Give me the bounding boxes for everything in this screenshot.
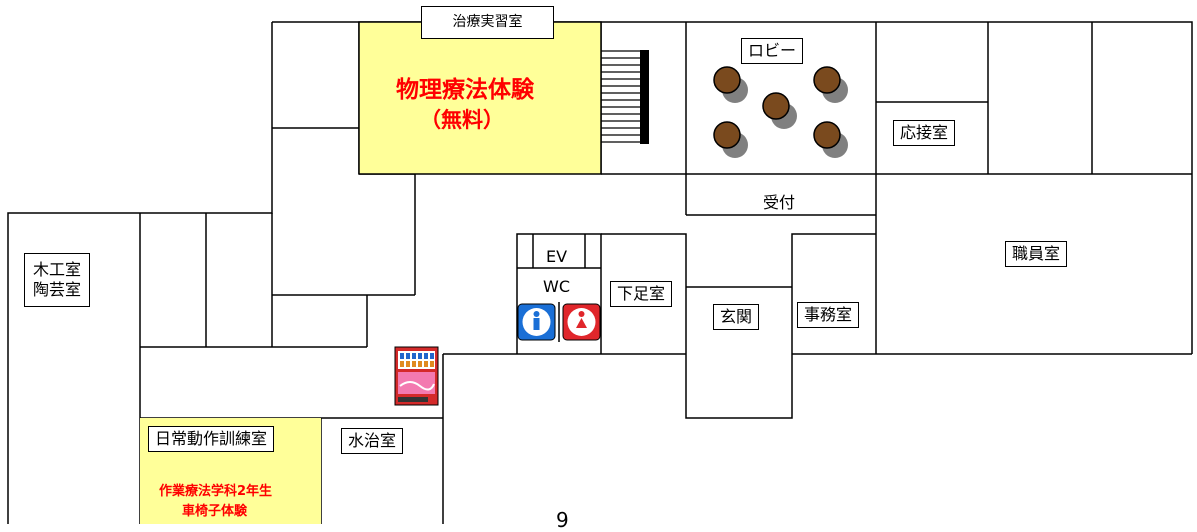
- physical-therapy-event-title: 物理療法体験: [396, 77, 534, 103]
- room-entrance: 玄関: [713, 304, 760, 330]
- room-treatment-practice: 治療実習室: [421, 6, 554, 39]
- table-icon: [813, 121, 848, 158]
- room-staff: 職員室: [1005, 241, 1068, 267]
- room-lobby: ロビー: [741, 38, 804, 64]
- room-elevator: EV: [546, 247, 568, 266]
- room-reception-room: 応接室: [893, 120, 956, 146]
- room-hydrotherapy: 水治室: [341, 428, 404, 454]
- male-restroom-icon: [517, 303, 556, 341]
- female-restroom-icon: [562, 303, 601, 341]
- stairs-icon: [601, 50, 649, 144]
- page-number: 9: [556, 508, 569, 532]
- wheelchair-event-line2: 車椅子体験: [182, 504, 248, 519]
- table-icon: [762, 92, 797, 129]
- table-icon: [813, 66, 848, 103]
- physical-therapy-free-note: （無料）: [420, 108, 504, 132]
- room-reception: 受付: [763, 193, 796, 212]
- room-daily-living-training: 日常動作訓練室: [148, 426, 275, 452]
- room-restroom: WC: [543, 277, 570, 296]
- table-icon: [713, 66, 748, 103]
- table-icon: [713, 121, 748, 158]
- room-woodwork-pottery: 木工室 陶芸室: [24, 253, 91, 307]
- wheelchair-event-line1: 作業療法学科2年生: [159, 484, 273, 499]
- vending-machine-icon: [394, 346, 439, 406]
- room-shoe-room: 下足室: [610, 281, 673, 307]
- room-office: 事務室: [797, 302, 860, 328]
